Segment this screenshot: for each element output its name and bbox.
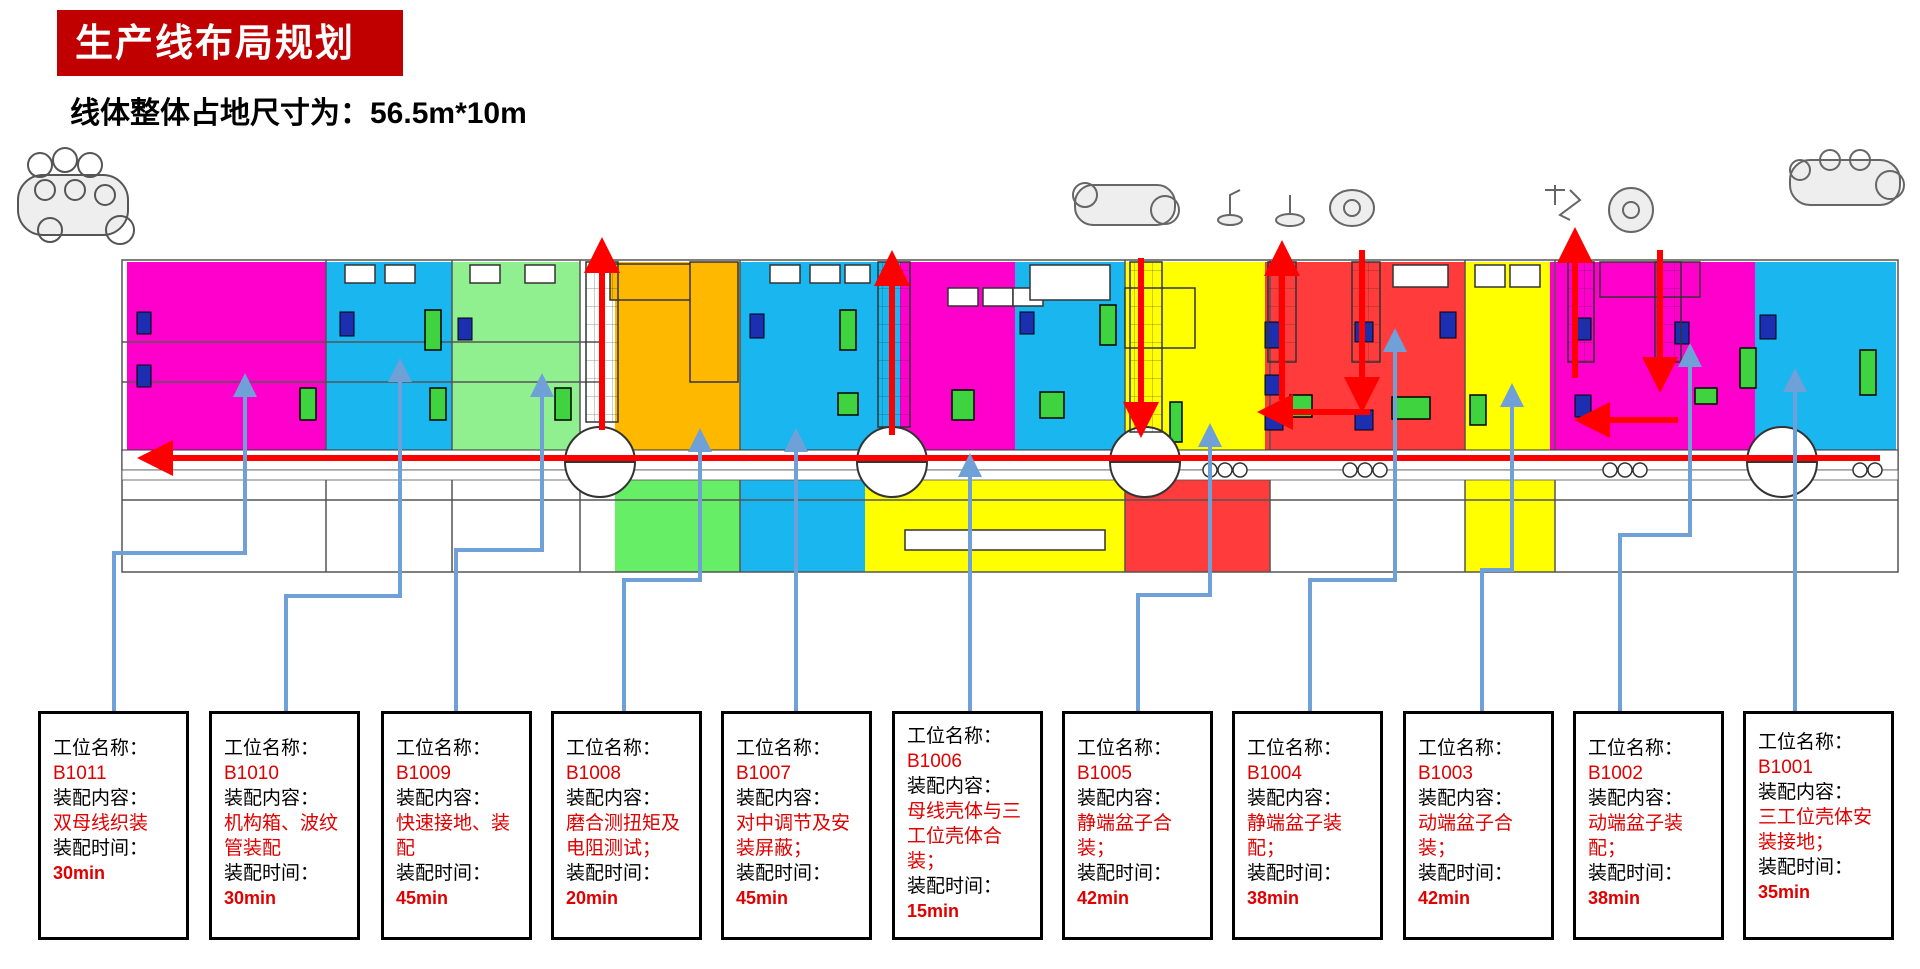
conveyor-turntables — [564, 426, 1818, 498]
assembly-content: 双母线织装 — [53, 812, 149, 834]
main-conveyor — [121, 449, 1899, 481]
station-name-label: 工位名称： — [566, 737, 662, 759]
assembly-content-label: 装配内容： — [224, 787, 320, 809]
assembly-time: 30min — [53, 863, 106, 883]
assembly-content-label: 装配内容： — [566, 787, 662, 809]
leader-lines — [112, 328, 1807, 713]
assembly-content: 机构箱、波纹管装配 — [224, 812, 339, 859]
assembly-time-label: 装配时间： — [53, 837, 149, 859]
station-code: B1009 — [396, 763, 451, 784]
station-card: 工位名称： B1008 装配内容： 磨合测扭矩及电阻测试； 装配时间： 20mi… — [551, 711, 702, 940]
station-code: B1007 — [736, 763, 791, 784]
station-name-label: 工位名称： — [1247, 737, 1343, 759]
station-name-label: 工位名称： — [396, 737, 492, 759]
assembly-content: 磨合测扭矩及电阻测试； — [566, 812, 681, 859]
station-code: B1006 — [907, 751, 962, 772]
product-illustration-right — [1789, 149, 1905, 206]
product-illustration-mid — [1072, 182, 1654, 233]
assembly-time: 38min — [1588, 888, 1641, 908]
assembly-time-label: 装配时间： — [907, 875, 1003, 897]
station-card: 工位名称： B1001 装配内容： 三工位壳体安装接地； 装配时间： 35min — [1743, 711, 1894, 940]
station-card: 工位名称： B1007 装配内容： 对中调节及安装屏蔽； 装配时间： 45min — [721, 711, 872, 940]
assembly-content: 三工位壳体安装接地； — [1758, 806, 1873, 853]
station-name-label: 工位名称： — [224, 737, 320, 759]
station-name-label: 工位名称： — [1077, 737, 1173, 759]
assembly-time: 38min — [1247, 888, 1300, 908]
station-card: 工位名称： B1002 装配内容： 动端盆子装配； 装配时间： 38min — [1573, 711, 1724, 940]
station-name-label: 工位名称： — [53, 737, 149, 759]
assembly-time-label: 装配时间： — [736, 862, 832, 884]
assembly-content-label: 装配内容： — [1758, 781, 1854, 803]
assembly-time: 45min — [396, 888, 449, 908]
assembly-content-label: 装配内容： — [907, 775, 1003, 797]
station-name-label: 工位名称： — [736, 737, 832, 759]
station-code: B1002 — [1588, 763, 1643, 784]
assembly-content-label: 装配内容： — [1588, 787, 1684, 809]
assembly-time: 15min — [907, 901, 960, 921]
station-name-label: 工位名称： — [907, 725, 1003, 747]
station-card: 工位名称： B1006 装配内容： 母线壳体与三工位壳体合装； 装配时间： 15… — [892, 711, 1043, 940]
assembly-time-label: 装配时间： — [1077, 862, 1173, 884]
subtitle-value: 56.5m*10m — [370, 97, 527, 130]
assembly-time-label: 装配时间： — [1247, 862, 1343, 884]
station-card: 工位名称： B1003 装配内容： 动端盆子合装； 装配时间： 42min — [1403, 711, 1554, 940]
assembly-content: 快速接地、装配 — [396, 812, 511, 859]
assembly-time: 42min — [1418, 888, 1471, 908]
assembly-content: 静端盆子装配； — [1247, 812, 1343, 859]
station-card: 工位名称： B1009 装配内容： 快速接地、装配 装配时间： 45min — [381, 711, 532, 940]
station-name-label: 工位名称： — [1758, 731, 1854, 753]
assembly-content: 对中调节及安装屏蔽； — [736, 812, 851, 859]
assembly-content-label: 装配内容： — [396, 787, 492, 809]
page-subtitle: 线体整体占地尺寸为：56.5m*10m — [70, 88, 527, 132]
assembly-time: 42min — [1077, 888, 1130, 908]
station-code: B1004 — [1247, 763, 1302, 784]
station-code: B1011 — [53, 763, 107, 784]
assembly-time: 20min — [566, 888, 619, 908]
assembly-time-label: 装配时间： — [1588, 862, 1684, 884]
station-name-label: 工位名称： — [1418, 737, 1514, 759]
assembly-time: 35min — [1758, 882, 1811, 902]
station-code: B1010 — [224, 763, 279, 784]
assembly-content-label: 装配内容： — [53, 787, 149, 809]
station-card: 工位名称： B1005 装配内容： 静端盆子合装； 装配时间： 42min — [1062, 711, 1213, 940]
assembly-content-label: 装配内容： — [1077, 787, 1173, 809]
assembly-content: 母线壳体与三工位壳体合装； — [907, 800, 1022, 872]
assembly-content-label: 装配内容： — [1418, 787, 1514, 809]
assembly-time-label: 装配时间： — [1758, 856, 1854, 878]
page-title: 生产线布局规划 — [57, 10, 403, 76]
station-card: 工位名称： B1004 装配内容： 静端盆子装配； 装配时间： 38min — [1232, 711, 1383, 940]
assembly-content: 动端盆子合装； — [1418, 812, 1514, 859]
station-code: B1008 — [566, 763, 621, 784]
station-name-label: 工位名称： — [1588, 737, 1684, 759]
flow-arrows — [137, 227, 1880, 476]
station-code: B1003 — [1418, 763, 1473, 784]
assembly-time-label: 装配时间： — [566, 862, 662, 884]
assembly-time-label: 装配时间： — [1418, 862, 1514, 884]
green-devices — [299, 304, 1877, 443]
subtitle-prefix: 线体整体占地尺寸为： — [70, 97, 370, 130]
assembly-time: 45min — [736, 888, 789, 908]
assembly-time-label: 装配时间： — [224, 862, 320, 884]
assembly-content: 静端盆子合装； — [1077, 812, 1173, 859]
product-illustration-left — [17, 147, 135, 245]
station-card: 工位名称： B1010 装配内容： 机构箱、波纹管装配 装配时间： 30min — [209, 711, 360, 940]
station-card: 工位名称： B1011 装配内容： 双母线织装 装配时间： 30min — [38, 711, 189, 940]
assembly-content-label: 装配内容： — [1247, 787, 1343, 809]
station-code: B1005 — [1077, 763, 1132, 784]
station-code: B1001 — [1758, 757, 1813, 778]
assembly-content: 动端盆子装配； — [1588, 812, 1684, 859]
assembly-time-label: 装配时间： — [396, 862, 492, 884]
assembly-content-label: 装配内容： — [736, 787, 832, 809]
assembly-time: 30min — [224, 888, 277, 908]
